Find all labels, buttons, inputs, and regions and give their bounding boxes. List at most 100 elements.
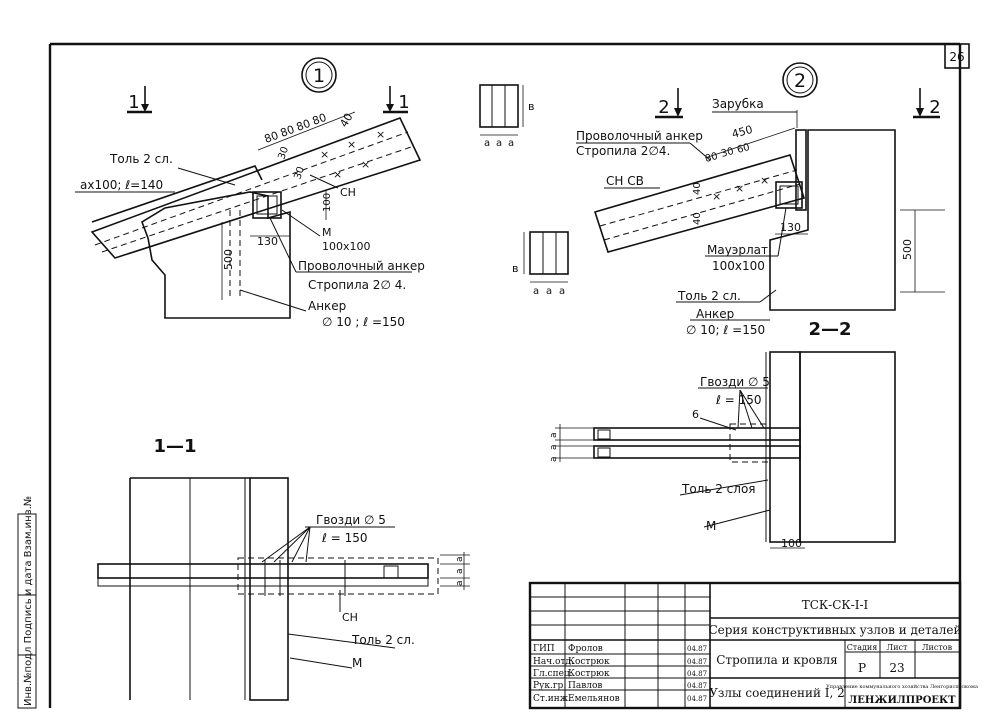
node-2-dim-80: 80 (704, 151, 719, 165)
title-row-3-name: Кострюк (568, 669, 610, 679)
svg-text:×: × (376, 128, 385, 141)
node-2-anchor-spec: ∅ 10; ℓ =150 (686, 323, 765, 337)
title-code: ТСК-СК-I-I (802, 598, 869, 612)
node-1-marker: 1 (313, 65, 325, 87)
section-2-2-nails: Гвозди ∅ 5 (700, 375, 770, 389)
svg-text:×: × (333, 168, 342, 181)
title-sheets-header: Листов (922, 643, 953, 652)
section-1-1-a1: а (455, 556, 465, 562)
node-2-anchor: Анкер (696, 307, 734, 321)
title-org: Управление коммунального хозяйства Ленго… (826, 684, 978, 690)
title-row-3-role: Гл.спец. (533, 669, 573, 679)
section-2-2-a1: а (549, 432, 559, 438)
section-2-2-dim-100: 100 (781, 537, 802, 550)
node-2-ch-cb: СН СВ (606, 174, 644, 188)
svg-text:×: × (760, 174, 769, 187)
node-1-ch-label: СН (340, 186, 356, 199)
title-stage-header: Стадия (847, 643, 878, 652)
svg-text:×: × (712, 190, 721, 203)
section-2-2-title: 2—2 (808, 319, 851, 340)
section-1-1-a3: а (455, 580, 465, 586)
detail-bot-b: в (512, 262, 518, 275)
title-org2: ЛЕНЖИЛПРОЕКТ (848, 695, 956, 706)
node-2-rafter (593, 154, 806, 253)
svg-text:×: × (347, 138, 356, 151)
node-1-dim-500: 500 (222, 249, 235, 270)
section-1-1-tol: Толь 2 сл. (351, 633, 415, 647)
sheet-frame: 26 (48, 42, 970, 708)
title-row-2-role: Нач.отд. (533, 657, 574, 667)
section-1-1-m: М (352, 656, 362, 670)
node-2-section-mark-right: 2 (929, 97, 940, 118)
section-2-2: 2—2 а а а Гвозди ∅ 5 ℓ = 150 6 Толь 2 сл… (549, 319, 896, 550)
title-row-1-date: 04.87 (687, 645, 707, 653)
node-1-section-mark-right: 1 (398, 92, 409, 113)
node-1-m-label: М (322, 226, 332, 239)
node-2-dim-130: 130 (780, 221, 801, 234)
node-2-marker-circle (782, 62, 818, 98)
side-stamp: Инв.№подл Подпись и дата Взам.инв.№ (17, 496, 37, 709)
node-2: 2 2 2 × × × Зарубка 450 Проволочный анке… (576, 62, 945, 337)
svg-text:×: × (361, 158, 370, 171)
section-1-1-beam-top (97, 563, 429, 579)
node-2-mauerlat-label: Мауэрлат (707, 243, 768, 257)
node-2-mauerlat (775, 181, 803, 209)
section-2-2-six: 6 (692, 408, 699, 421)
title-row-2-date: 04.87 (687, 658, 707, 666)
title-row-3-date: 04.87 (687, 670, 707, 678)
title-drawing-name: Стропила и кровля (716, 653, 837, 667)
node-1-tol-label: Толь 2 сл. (109, 152, 173, 166)
node-2-mauerlat-size: 100х100 (712, 259, 765, 273)
node-1-dim-80-d: 80 (311, 111, 329, 128)
detail-top-a1: а (484, 138, 490, 149)
node-1-dim-80-b: 80 (279, 123, 297, 140)
detail-top-a2: а (496, 138, 502, 149)
node-1-dim-130: 130 (257, 235, 278, 248)
title-row-5-name: Емельянов (568, 694, 620, 704)
section-1-1-nails: Гвозди ∅ 5 (316, 513, 386, 527)
title-row-4-name: Павлов (568, 681, 602, 691)
node-2-rafter-label: Стропила 2∅4. (576, 144, 670, 158)
section-2-2-a3: а (549, 456, 559, 462)
node-2-notch: Зарубка (712, 97, 764, 111)
node-1-dim-80-a: 80 (263, 129, 281, 146)
detail-board-top: в а а а (479, 84, 534, 149)
title-block: ТСК-СК-I-I Серия конструктивных узлов и … (528, 581, 978, 710)
node-1: 1 1 1 × × × × × 80 80 80 80 4 (75, 57, 425, 329)
node-1-dim-30-a: 30 (276, 145, 291, 161)
node-1-dim-80-c: 80 (295, 117, 313, 134)
section-2-2-nails-len: ℓ = 150 (715, 393, 762, 407)
node-1-wall (141, 191, 291, 319)
node-2-marker: 2 (794, 70, 806, 92)
detail-top-b: в (528, 100, 534, 113)
node-1-anchor-wire: Проволочный анкер (298, 259, 425, 273)
section-2-2-tol: Толь 2 слоя (681, 482, 756, 496)
title-row-1-role: ГИП (533, 644, 555, 654)
section-2-2-m: М (706, 519, 716, 533)
node-2-tol: Толь 2 сл. (677, 289, 741, 303)
detail-top-a3: а (508, 138, 514, 149)
node-2-dim-60: 60 (736, 142, 751, 156)
node-2-dim-450: 450 (730, 123, 754, 141)
title-stage: Р (858, 661, 866, 675)
node-1-board-label: ax100; ℓ=140 (80, 178, 163, 192)
node-1-rafter (90, 116, 422, 259)
sheet-number: 26 (949, 50, 964, 64)
title-row-2-name: Кострюк (568, 657, 610, 667)
node-1-dim-30-b: 30 (292, 165, 307, 181)
section-2-2-beam-a (593, 427, 801, 441)
svg-text:×: × (735, 182, 744, 195)
node-1-mauerlat (252, 191, 282, 219)
node-2-dim-40-a: 40 (692, 182, 703, 195)
section-2-2-a2: а (549, 444, 559, 450)
node-1-marker-circle (301, 57, 337, 93)
node-2-dim-40-b: 40 (692, 212, 703, 225)
title-sheet-header: Лист (887, 643, 908, 652)
title-nodes: Узлы соединений I, 2 (709, 686, 845, 700)
title-row-5-date: 04.87 (687, 695, 707, 703)
node-1-m-size: 100х100 (322, 240, 371, 253)
node-2-dim-30: 30 (720, 146, 735, 160)
node-1-dim-100: 100 (322, 193, 333, 212)
node-2-section-mark-left: 2 (658, 97, 669, 118)
